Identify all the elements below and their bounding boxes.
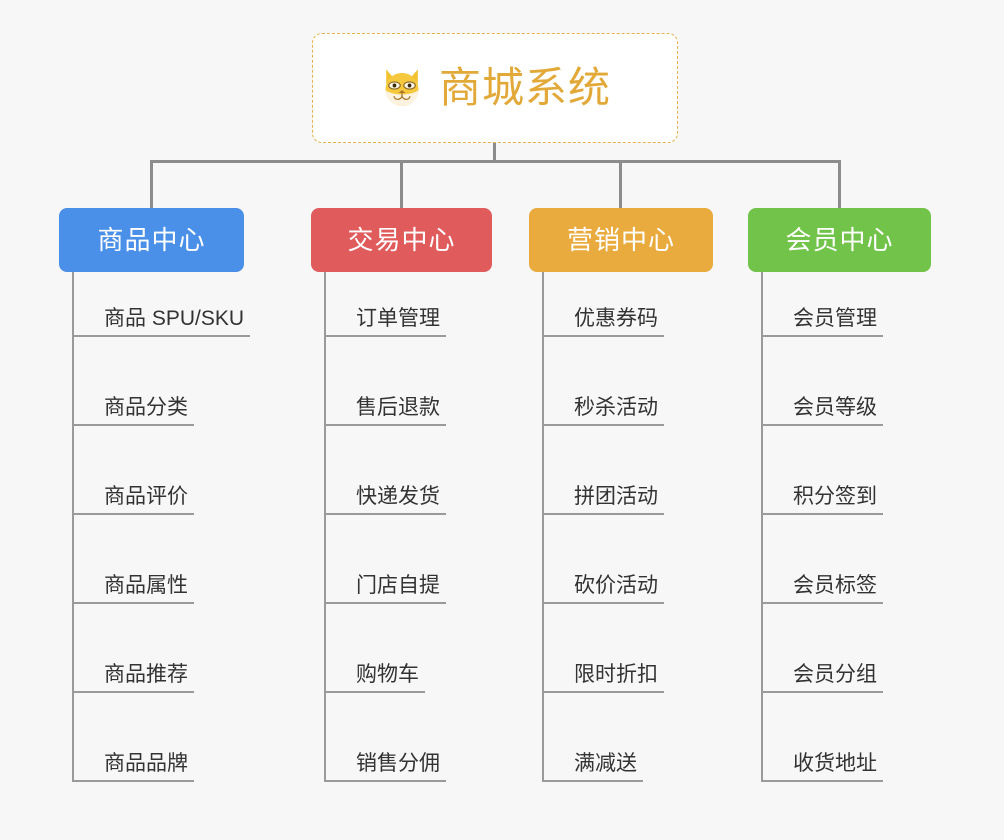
connector-drop-4: [838, 160, 841, 208]
connector-root-stem: [493, 143, 496, 163]
leaf-item[interactable]: 秒杀活动: [542, 390, 664, 426]
leaf-item-label: 会员标签: [793, 573, 877, 597]
leaf-item-label: 砍价活动: [574, 573, 658, 597]
branch-spine: [542, 272, 544, 782]
leaf-item-label: 商品属性: [104, 573, 188, 597]
leaf-item[interactable]: 商品品牌: [72, 746, 194, 782]
leaf-item[interactable]: 商品评价: [72, 479, 194, 515]
leaf-item[interactable]: 会员管理: [761, 301, 883, 337]
category-label: 商品中心: [97, 225, 206, 255]
leaf-item[interactable]: 满减送: [542, 746, 643, 782]
category-card-商品中心[interactable]: 商品中心: [59, 208, 244, 272]
leaf-item[interactable]: 收货地址: [761, 746, 883, 782]
branch-spine: [761, 272, 763, 782]
root-node[interactable]: 商城系统: [312, 33, 678, 143]
leaf-item[interactable]: 砍价活动: [542, 568, 664, 604]
leaf-item-label: 商品分类: [104, 395, 188, 419]
branch-spine: [324, 272, 326, 782]
leaf-item-label: 商品推荐: [104, 662, 188, 686]
root-title: 商城系统: [438, 64, 611, 111]
leaf-item-label: 购物车: [356, 662, 419, 686]
leaf-item[interactable]: 门店自提: [324, 568, 446, 604]
leaf-item-label: 优惠券码: [574, 306, 658, 330]
leaf-item-label: 限时折扣: [574, 662, 658, 686]
connector-drop-1: [150, 160, 153, 208]
leaf-item[interactable]: 商品推荐: [72, 657, 194, 693]
leaf-item-label: 会员等级: [793, 395, 877, 419]
dog-face-icon: [385, 69, 419, 106]
leaf-item[interactable]: 优惠券码: [542, 301, 664, 337]
leaf-item[interactable]: 销售分佣: [324, 746, 446, 782]
category-label: 交易中心: [347, 225, 456, 255]
leaf-item-label: 秒杀活动: [574, 395, 658, 419]
leaf-item[interactable]: 商品属性: [72, 568, 194, 604]
leaf-item[interactable]: 商品分类: [72, 390, 194, 426]
leaf-item-label: 快递发货: [356, 484, 440, 508]
leaf-item[interactable]: 购物车: [324, 657, 425, 693]
leaf-item-label: 门店自提: [356, 573, 440, 597]
leaf-item[interactable]: 会员分组: [761, 657, 883, 693]
category-label: 会员中心: [785, 225, 894, 255]
leaf-item-label: 积分签到: [793, 484, 877, 508]
leaf-item-label: 会员管理: [793, 306, 877, 330]
leaf-item-label: 商品品牌: [104, 751, 188, 775]
leaf-item-label: 商品评价: [104, 484, 188, 508]
leaf-item[interactable]: 会员等级: [761, 390, 883, 426]
category-label: 营销中心: [566, 225, 675, 255]
leaf-item-label: 商品 SPU/SKU: [104, 306, 245, 330]
leaf-item[interactable]: 快递发货: [324, 479, 446, 515]
leaf-item[interactable]: 拼团活动: [542, 479, 664, 515]
leaf-item[interactable]: 积分签到: [761, 479, 883, 515]
leaf-item-label: 拼团活动: [574, 484, 658, 508]
leaf-item[interactable]: 限时折扣: [542, 657, 664, 693]
leaf-item-label: 满减送: [574, 751, 637, 775]
leaf-item-label: 收货地址: [793, 751, 877, 775]
leaf-item-label: 售后退款: [356, 395, 440, 419]
leaf-item-label: 订单管理: [356, 306, 440, 330]
leaf-item-label: 会员分组: [793, 662, 877, 686]
leaf-item[interactable]: 商品 SPU/SKU: [72, 301, 251, 337]
category-card-营销中心[interactable]: 营销中心: [529, 208, 713, 272]
connector-drop-3: [619, 160, 622, 208]
connector-horizontal-bus: [150, 160, 840, 163]
category-card-会员中心[interactable]: 会员中心: [748, 208, 931, 272]
branch-spine: [72, 272, 74, 782]
leaf-item[interactable]: 售后退款: [324, 390, 446, 426]
leaf-item-label: 销售分佣: [356, 751, 440, 775]
category-card-交易中心[interactable]: 交易中心: [311, 208, 492, 272]
connector-drop-2: [400, 160, 403, 208]
leaf-item[interactable]: 订单管理: [324, 301, 446, 337]
leaf-item[interactable]: 会员标签: [761, 568, 883, 604]
